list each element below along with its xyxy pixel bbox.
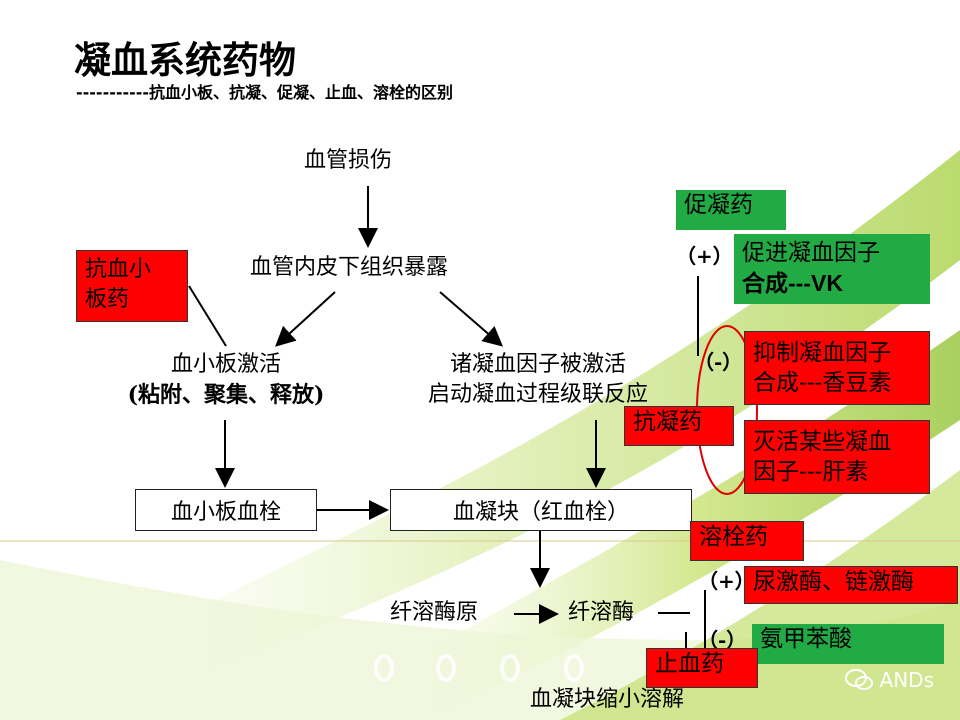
- node-platelet-activation: 血小板激活 (粘附、聚集、释放): [96, 350, 356, 410]
- procoag-effect-line2: 合成---VK: [742, 270, 843, 296]
- drug-antiplatelet-line2: 板药: [85, 287, 130, 312]
- page-subtitle: -----------抗血小板、抗凝、促凝、止血、溶栓的区别: [76, 83, 454, 102]
- node-plasminogen: 纤溶酶原: [390, 600, 479, 625]
- drug-procoag-effect: 促进凝血因子 合成---VK: [734, 234, 930, 304]
- drug-anticoag-effect-1: 抑制凝血因子 合成---香豆素: [744, 331, 930, 405]
- node-factors-line2: 启动凝血过程级联反应: [427, 382, 648, 407]
- node-platelet-activation-line2: (粘附、聚集、释放): [127, 382, 325, 408]
- drug-antiplatelet: 抗血小 板药: [76, 250, 188, 322]
- node-plasmin: 纤溶酶: [568, 600, 635, 625]
- watermark-text: ANDs: [879, 668, 934, 692]
- drug-procoagulant: 促凝药: [676, 190, 786, 230]
- node-injury: 血管损伤: [304, 148, 393, 173]
- node-exposure: 血管内皮下组织暴露: [250, 255, 449, 280]
- anticoag-effect1-line1: 抑制凝血因子: [753, 340, 891, 366]
- arrow-exposure-platelet: [275, 291, 336, 347]
- node-platelet-activation-line1: 血小板激活: [170, 352, 281, 377]
- drug-hemostatic: 止血药: [646, 648, 758, 688]
- wechat-icon: [844, 669, 873, 690]
- drug-hemostatic-effect: 氨甲苯酸: [752, 624, 944, 664]
- node-clot: 血凝块（红血栓）: [390, 489, 692, 531]
- anticoag-effect2-line2: 因子---肝素: [753, 459, 869, 485]
- drug-thrombolytic-effect: 尿激酶、链激酶: [744, 566, 958, 604]
- arrow-exposure-factors: [439, 291, 504, 347]
- anticoag-effect2-line1: 灭活某些凝血: [753, 429, 891, 455]
- node-factors-line1: 诸凝血因子被激活: [449, 352, 626, 377]
- drug-anticoag-effect-2: 灭活某些凝血 因子---肝素: [744, 420, 930, 494]
- sign-procoag-plus: （+）: [676, 244, 733, 268]
- sign-anticoag-minus: （-）: [694, 350, 743, 374]
- node-clot-dissolve: 血凝块缩小溶解: [530, 687, 685, 712]
- procoag-effect-line1: 促进凝血因子: [742, 240, 880, 266]
- antiplatelet-connector: [188, 285, 227, 347]
- drug-antiplatelet-line1: 抗血小: [85, 257, 152, 282]
- watermark: ANDs: [844, 668, 934, 692]
- node-factors-activated: 诸凝血因子被激活 启动凝血过程级联反应: [398, 350, 678, 410]
- drug-thrombolytic: 溶栓药: [690, 521, 804, 561]
- node-platelet-thrombus: 血小板血栓: [135, 489, 317, 531]
- anticoag-effect1-line2: 合成---香豆素: [753, 370, 892, 396]
- page-title: 凝血系统药物: [74, 39, 296, 82]
- drug-anticoagulant: 抗凝药: [624, 406, 734, 446]
